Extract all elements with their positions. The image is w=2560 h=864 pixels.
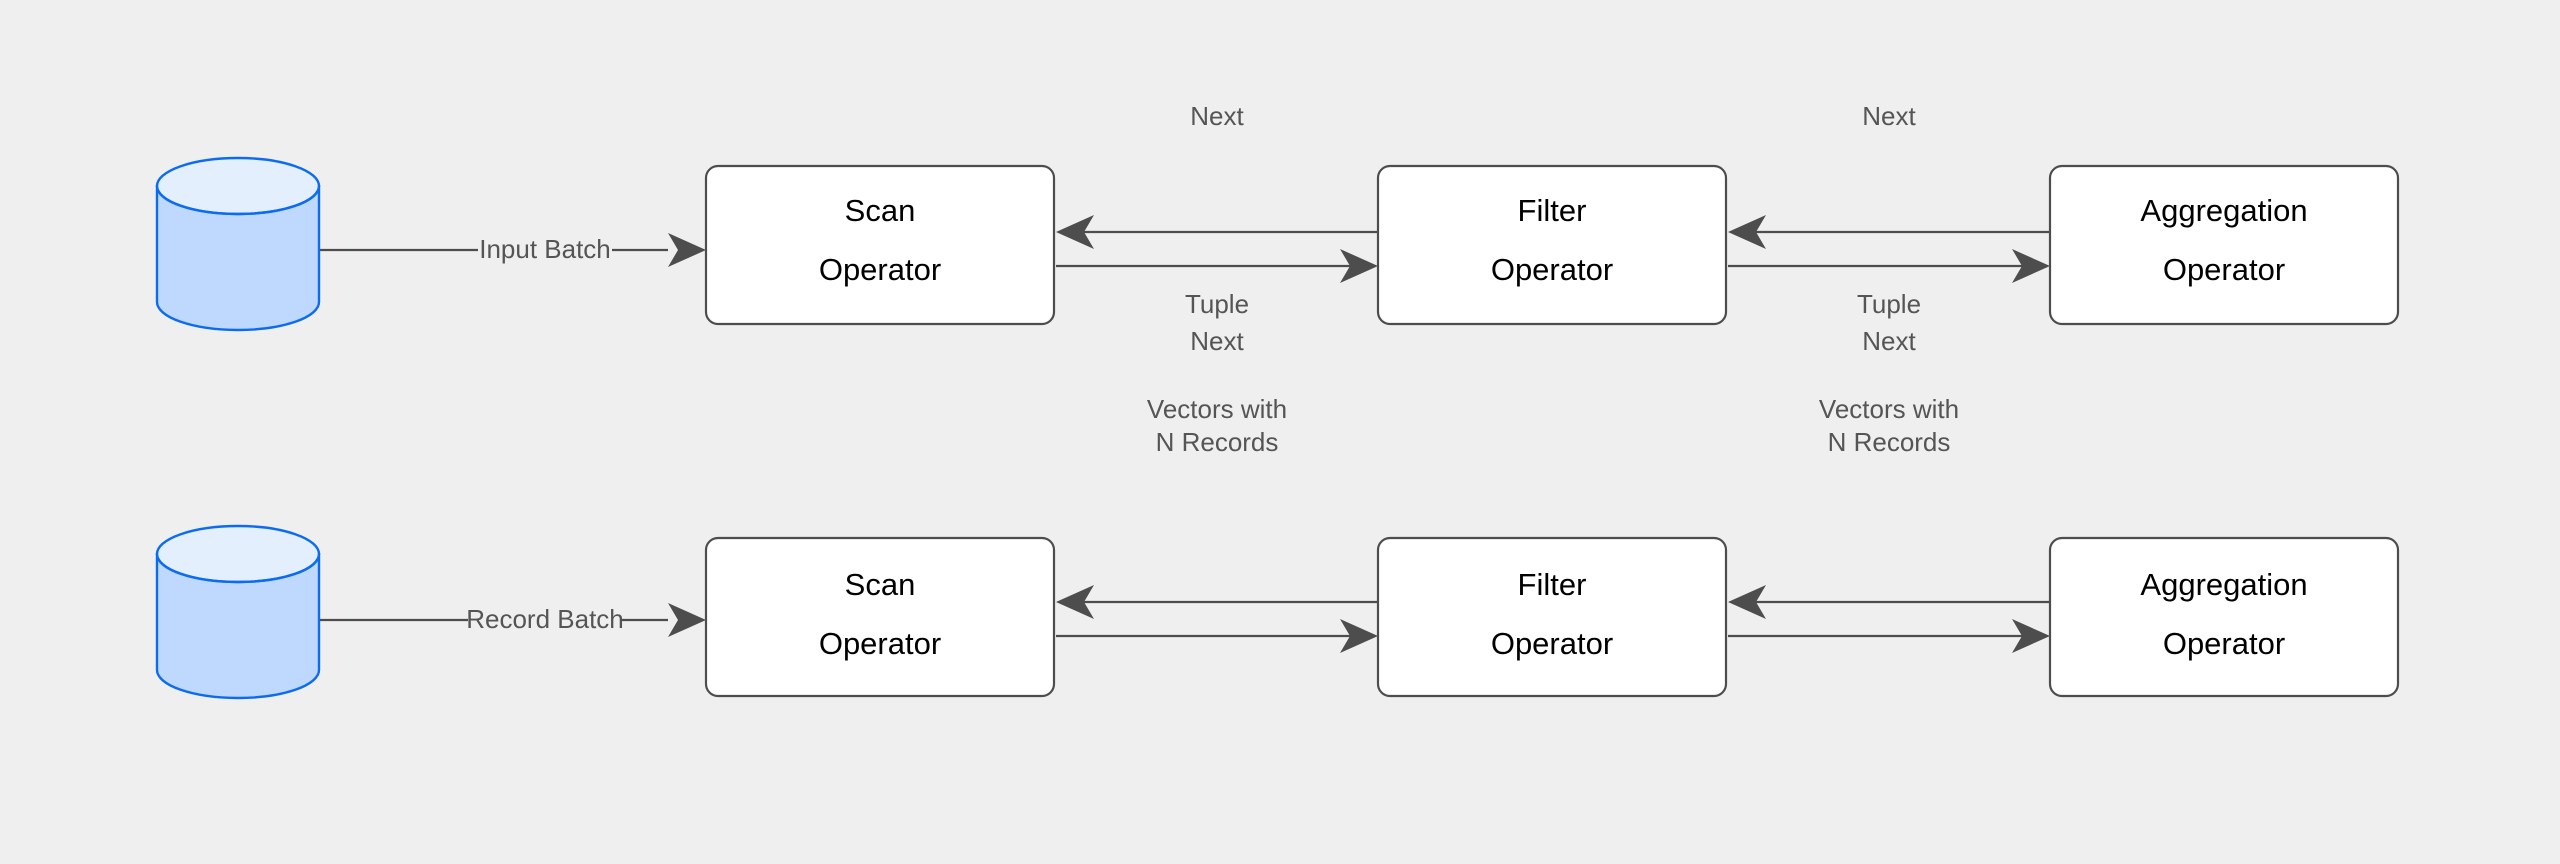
edge-label-next-3: Next [1190,326,1244,356]
node-aggregation-operator-line1: Aggregation [2140,193,2307,228]
edge-source-to-scan-2: Record Batch [320,603,706,637]
node-filter-operator-line1: Filter [1518,193,1587,228]
node-aggregation-operator-line2: Operator [2163,252,2285,287]
node-filter-operator-2-line2: Operator [1491,626,1613,661]
edge-label-tuple-1: Tuple [1185,289,1249,319]
node-aggregation-operator-2-rect[interactable] [2048,536,2400,698]
node-filter-operator-2[interactable]: Filter Operator [1376,536,1728,698]
node-aggregation-operator-rect[interactable] [2048,164,2400,326]
row-vectorized-pipeline: Record Batch Scan Operator Next Vectors … [155,326,2400,700]
node-scan-operator-2-line2: Operator [819,626,941,661]
edge-label-vectors-with-2: Vectors with [1819,394,1959,424]
edge-aggregation-to-filter: Next Tuple [1728,101,2050,319]
node-scan-operator-2[interactable]: Scan Operator [704,536,1056,698]
edge-label-next-2: Next [1862,101,1916,131]
node-aggregation-operator-2[interactable]: Aggregation Operator [2048,536,2400,698]
node-aggregation-operator-2-line2: Operator [2163,626,2285,661]
node-aggregation-operator-2-line1: Aggregation [2140,567,2307,602]
edge-label-record-batch: Record Batch [466,604,624,634]
node-filter-operator-line2: Operator [1491,252,1613,287]
node-scan-operator-line1: Scan [845,193,916,228]
node-scan-operator-2-line1: Scan [845,567,916,602]
edge-label-n-records-2: N Records [1828,427,1951,457]
node-scan-operator-line2: Operator [819,252,941,287]
row-tuple-at-a-time-pipeline: Input Batch Scan Operator Next Tuple Fil… [155,101,2400,332]
edge-label-next-1: Next [1190,101,1244,131]
node-filter-operator-2-rect[interactable] [1376,536,1728,698]
node-filter-operator[interactable]: Filter Operator [1376,164,1728,326]
edge-label-tuple-2: Tuple [1857,289,1921,319]
node-scan-operator-rect[interactable] [704,164,1056,326]
database-cylinder-icon [155,156,321,332]
node-aggregation-operator[interactable]: Aggregation Operator [2048,164,2400,326]
node-scan-operator-2-rect[interactable] [704,536,1056,698]
database-cylinder-icon-2 [155,524,321,700]
edge-aggregation-to-filter-2: Next Vectors with N Records [1728,326,2050,653]
edge-label-input-batch: Input Batch [479,234,611,264]
node-filter-operator-2-line1: Filter [1518,567,1587,602]
edge-filter-to-scan-2: Next Vectors with N Records [1056,326,1378,653]
node-filter-operator-rect[interactable] [1376,164,1728,326]
edge-label-n-records-1: N Records [1156,427,1279,457]
edge-source-to-scan: Input Batch [320,233,706,267]
edge-filter-to-scan: Next Tuple [1056,101,1378,319]
edge-label-vectors-with-1: Vectors with [1147,394,1287,424]
node-scan-operator[interactable]: Scan Operator [704,164,1056,326]
edge-label-next-4: Next [1862,326,1916,356]
